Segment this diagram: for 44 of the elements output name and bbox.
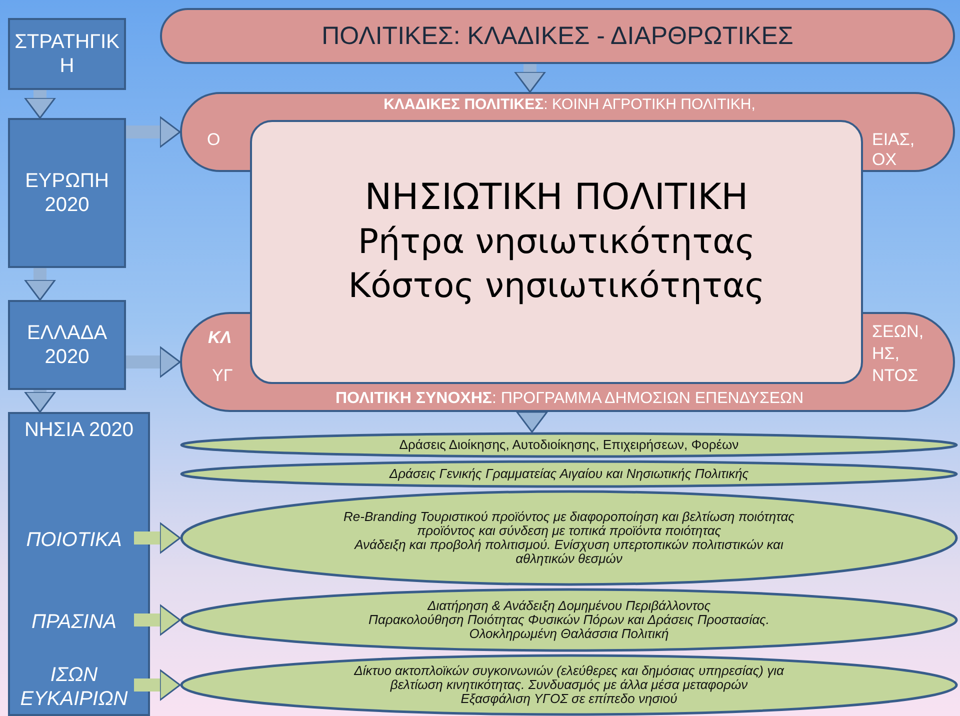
block-arrow: [514, 64, 546, 93]
box-label: ΣΤΡΑΤΗΓΙΚΗ: [14, 30, 120, 78]
text-fragment: Ο: [207, 130, 220, 150]
callout-text: Κόστος νησιωτικότητας: [348, 265, 765, 308]
block-arrow: [24, 268, 56, 301]
action-text: Εξασφάλιση ΥΓΟΣ σε επίπεδο νησιού: [460, 692, 678, 706]
level-box: [8, 118, 126, 268]
category-label: ΙΣΩΝ ΕΥΚΑΙΡΙΩΝ: [14, 662, 134, 712]
text-fragment: ΚΛ: [208, 328, 232, 348]
strategy-box: [8, 18, 126, 90]
callout-box: [250, 120, 863, 384]
level-box: [8, 412, 150, 716]
callout-heading: ΝΗΣΙΩΤΙΚΗ ΠΟΛΙΤΙΚΗ: [364, 176, 748, 220]
block-arrow: [516, 411, 548, 433]
block-arrow: [24, 90, 56, 119]
text-fragment: ΥΓ: [212, 366, 233, 386]
text-fragment: ΟΧ: [872, 150, 897, 170]
action-text: Δράσεις Γενικής Γραμματείας Αιγαίου και Νησιωτικής Πολιτικής: [389, 467, 749, 481]
text-fragment: ΗΣ,: [872, 344, 900, 364]
text-fragment: ΝΤΟΣ: [872, 366, 918, 386]
text-fragment: ΠΟΛΙΤΙΚΗ ΣΥΝΟΧΗΣ: ΠΡΟΓΡΑΜΜΑ ΔΗΜΟΣΙΩΝ ΕΠΕΝΔΥΣΕΩΝ: [334, 390, 805, 408]
box-label: ΕΛΛΑΔΑ 2020: [26, 321, 108, 369]
banner-title: ΠΟΛΙΤΙΚΕΣ: ΚΛΑΔΙΚΕΣ - ΔΙΑΡΘΡΩΤΙΚΕΣ: [322, 22, 794, 50]
box-label: ΕΥΡΩΠΗ 2020: [24, 169, 110, 217]
block-arrow: [134, 604, 181, 636]
action-text: Διατήρηση & Ανάδειξη Δομημένου Περιβάλλοντος: [427, 599, 711, 613]
action-text: Παρακολούθηση Ποιότητας Φυσικών Πόρων και Δράσεις Προστασίας. Ολοκληρωμένη Θαλάσσια Πολιτική: [368, 613, 770, 641]
action-text: Ανάδειξη και προβολή πολιτισμού. Ενίσχυση υπερτοπικών πολιτιστικών και αθλητικών θεσμών: [353, 538, 784, 566]
block-arrow: [134, 522, 181, 554]
text-fragment: ΕΙΑΣ,: [872, 130, 915, 150]
block-arrow: [24, 390, 56, 413]
level-box: [8, 300, 126, 390]
text-fragment: ΚΛΑΔΙΚΕΣ ΠΟΛΙΤΙΚΕΣ: ΚΟΙΝΗ ΑΓΡΟΤΙΚΗ ΠΟΛΙΤΙΚΗ,: [382, 96, 756, 113]
action-text: Δίκτυο ακτοπλοϊκών συγκοινωνιών (ελεύθερες και δημόσιας υπηρεσίας) για βελτίωση κινητικότητας. Συνδυασμός με άλλα μέσα μεταφορών: [352, 664, 786, 692]
block-arrow: [134, 669, 181, 701]
category-label: ΠΟΙΟΤΙΚΑ: [14, 527, 134, 553]
block-arrow: [126, 116, 181, 148]
block-arrow: [126, 346, 181, 378]
action-text: Re-Branding Τουριστικού προϊόντος με διαφοροποίηση και βελτίωση ποιότητας προϊόντος και σύνδεση με τοπικά προϊόντα ποιότητας: [342, 510, 796, 538]
callout-text: Ρήτρα νησιωτικότητας: [358, 221, 756, 264]
category-label: ΠΡΑΣΙΝΑ: [14, 609, 134, 635]
box-label: ΝΗΣΙΑ 2020: [24, 418, 134, 442]
action-text: Δράσεις Διοίκησης, Αυτοδιοίκησης, Επιχειρήσεων, Φορέων: [399, 438, 739, 452]
text-fragment: ΣΕΩΝ,: [872, 322, 924, 342]
